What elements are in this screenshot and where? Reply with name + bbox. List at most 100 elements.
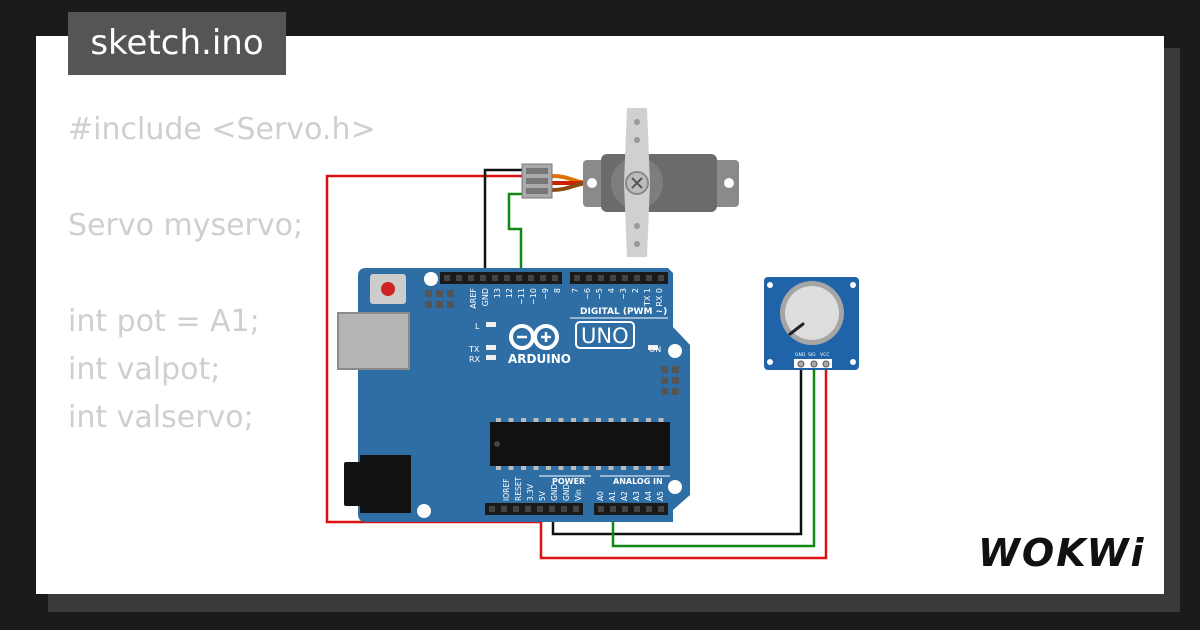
digital-pin-label: 7 [571, 288, 580, 293]
chip-pin [546, 466, 551, 470]
pot-pin-vcc [822, 360, 830, 368]
digital-header-b-pin[interactable] [634, 275, 640, 281]
arduino-logo: ARDUINO UNO [508, 321, 635, 366]
power-header-pin[interactable] [549, 506, 555, 512]
chip-pin [521, 418, 526, 422]
code-preview: #include <Servo.h> Servo myservo; int po… [68, 112, 376, 594]
digital-pin-label: ~3 [619, 288, 628, 300]
analog-pin-label: A4 [644, 491, 653, 501]
power-pin-label: 5V [538, 490, 547, 501]
digital-pin-label: 13 [493, 288, 502, 298]
digital-header-b-pin[interactable] [610, 275, 616, 281]
digital-header-a-pin[interactable] [480, 275, 486, 281]
servo-motor[interactable] [521, 108, 739, 257]
analog-pin-label: A1 [608, 491, 617, 501]
power-header [485, 503, 583, 515]
analog-header-pin[interactable] [622, 506, 628, 512]
digital-header-a-pin[interactable] [540, 275, 546, 281]
wire-servo-signal [507, 192, 528, 280]
digital-header-b-pin[interactable] [658, 275, 664, 281]
digital-pin-label: ~9 [541, 288, 550, 300]
analog-pin-label: A2 [620, 491, 629, 501]
digital-pin-label: TX 1 [643, 288, 652, 307]
analog-header-pin[interactable] [646, 506, 652, 512]
power-header-pin[interactable] [537, 506, 543, 512]
digital-header-a-pin[interactable] [504, 275, 510, 281]
analog-header-pin[interactable] [634, 506, 640, 512]
chip-pin [583, 466, 589, 470]
analog-header-pin[interactable] [598, 506, 604, 512]
chip-pin [646, 466, 651, 470]
digital-header [440, 272, 668, 284]
chip-pin [508, 466, 514, 470]
digital-pin-label: 2 [631, 288, 640, 293]
usb-connector [337, 312, 410, 370]
led-label-tx: TX [468, 345, 480, 354]
arduino-logo-text: ARDUINO [508, 352, 571, 366]
digital-header-a-pin[interactable] [552, 275, 558, 281]
power-pin-label: RESET [514, 477, 523, 501]
digital-pin-label: RX 0 [655, 288, 664, 307]
power-header-pin[interactable] [489, 506, 495, 512]
chip-pin [571, 418, 576, 422]
chip-pin [496, 418, 501, 422]
power-header-pin[interactable] [501, 506, 507, 512]
pot-pin-gnd [797, 360, 805, 368]
file-tab[interactable]: sketch.ino [68, 12, 286, 75]
digital-pin-label: GND [481, 288, 490, 306]
led-label-l: L [475, 322, 480, 331]
chip-pin [521, 466, 526, 470]
digital-header-b-housing [570, 272, 668, 284]
power-pin-label: IOREF [502, 479, 511, 501]
power-header-pin[interactable] [525, 506, 531, 512]
wire-pot-power [539, 364, 828, 560]
atmega-chip [490, 418, 670, 470]
pot-pin-label-sig: SIG [808, 352, 816, 358]
power-header-pin[interactable] [561, 506, 567, 512]
board-model: UNO [581, 324, 629, 348]
chip-pin [621, 466, 626, 470]
digital-header-a-pin[interactable] [444, 275, 450, 281]
analog-pin-label: A0 [596, 491, 605, 501]
digital-header-b-pin[interactable] [574, 275, 580, 281]
power-pin-label: 3.3V [526, 483, 535, 501]
chip-pin [546, 418, 551, 422]
chip-pin [621, 418, 626, 422]
wires [325, 168, 828, 560]
digital-header-b-pin[interactable] [598, 275, 604, 281]
pot-pin-label-vcc: VCC [820, 352, 829, 358]
wire-servo-ground [483, 168, 528, 280]
digital-header-a-pin[interactable] [492, 275, 498, 281]
digital-header-a-pin[interactable] [456, 275, 462, 281]
digital-pin-label: ~11 [517, 288, 526, 305]
digital-header-a-pin[interactable] [516, 275, 522, 281]
wire-pot-signal [611, 364, 816, 548]
digital-header-b-pin[interactable] [586, 275, 592, 281]
power-pin-label: GND [550, 484, 559, 501]
digital-header-a-pin[interactable] [528, 275, 534, 281]
digital-pin-label: 8 [553, 288, 562, 293]
analog-pin-label: A3 [632, 491, 641, 501]
digital-header-b-pin[interactable] [622, 275, 628, 281]
icsp-header-right [661, 366, 679, 395]
chip-pin [583, 418, 589, 422]
digital-label: DIGITAL (PWM ~) [580, 307, 667, 317]
digital-pin-label: ~5 [595, 288, 604, 300]
pot-pin-label-gnd: GND [795, 352, 806, 358]
digital-header-a-pin[interactable] [468, 275, 474, 281]
power-header-pin[interactable] [513, 506, 519, 512]
digital-pin-label: 12 [505, 288, 514, 298]
power-header-pin[interactable] [573, 506, 579, 512]
analog-header-pin[interactable] [658, 506, 664, 512]
potentiometer[interactable]: GND SIG VCC [764, 277, 859, 370]
digital-pin-label: ~6 [583, 288, 592, 300]
digital-header-b-pin[interactable] [646, 275, 652, 281]
chip-pin [658, 418, 664, 422]
analog-header-pin[interactable] [610, 506, 616, 512]
on-label: ON [649, 345, 661, 354]
power-pin-label: GND [562, 484, 571, 501]
